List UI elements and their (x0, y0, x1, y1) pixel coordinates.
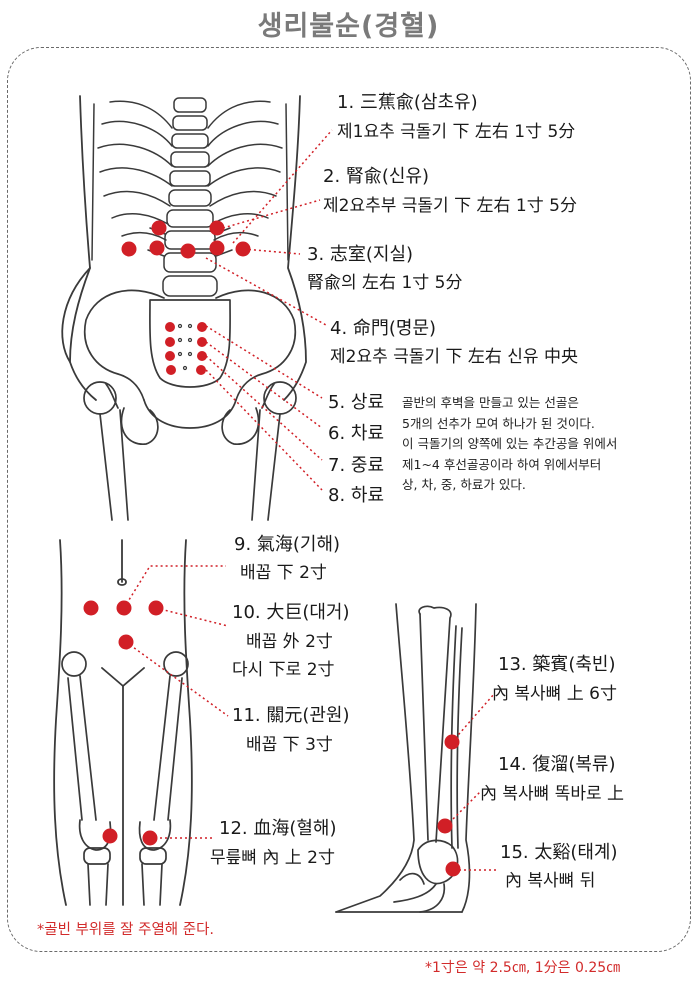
sacral-note: 골반의 후벽을 만들고 있는 선골은 5개의 선추가 모여 하나가 된 것이다.… (402, 393, 617, 496)
point-11-desc: 배꼽 下 3寸 (246, 735, 333, 755)
ribcage (91, 100, 289, 261)
point-1-desc: 제1요추 극돌기 下 左右 1寸 5分 (337, 122, 576, 142)
acupoint-shenshu-right (209, 240, 225, 256)
sacral-note-line: 골반의 후벽을 만들고 있는 선골은 (402, 395, 579, 410)
acupoint-sangnyo-right (197, 322, 207, 332)
acupoint-chanyo-right (197, 337, 207, 347)
acupoint-gihae (116, 600, 132, 616)
acupoint-sanjiaoshu-left (151, 220, 167, 236)
back-body-outline (61, 95, 307, 401)
point-13-desc: 內 복사뼈 上 6寸 (492, 684, 617, 704)
acupoint-daegeo-left (83, 600, 99, 616)
point-12-name: 12. 血海(혈해) (219, 818, 337, 839)
acupoint-hyeolhae-right (142, 830, 158, 846)
acupoint-daegeo-right (148, 600, 164, 616)
point-10-desc2: 다시 下로 2寸 (232, 660, 335, 680)
point-1-name: 1. 三蕉兪(삼초유) (337, 92, 478, 113)
point-15-desc: 內 복사뼈 뒤 (505, 871, 596, 891)
acupoint-mingmen (180, 243, 196, 259)
point-8-name: 8. 하료 (328, 485, 385, 506)
point-2-name: 2. 腎兪(신유) (323, 166, 430, 187)
point-7-name: 7. 중료 (328, 455, 385, 476)
femurs (83, 381, 297, 521)
point-10-desc: 배꼽 外 2寸 (246, 632, 333, 652)
acupoint-sanjiaoshu-right (209, 220, 225, 236)
acupoint-chanyo-left (165, 337, 175, 347)
point-3-name: 3. 志室(지실) (307, 244, 414, 265)
point-4-desc: 제2요추 극돌기 下 左右 신유 中央 (330, 347, 578, 367)
acupoint-hyeolhae-left (102, 828, 118, 844)
point-2-desc: 제2요추부 극돌기 下 左右 1寸 5分 (323, 196, 577, 216)
point-6-name: 6. 차료 (328, 423, 385, 444)
point-4-name: 4. 命門(명문) (330, 318, 437, 339)
pelvis (83, 289, 297, 445)
acupoint-boknyu (437, 818, 453, 834)
acupoint-jungnyo-left (165, 351, 175, 361)
front-body-outline (53, 539, 193, 906)
page-title: 생리불순(경혈) (257, 11, 440, 42)
sacral-note-line: 상, 차, 중, 하료가 있다. (402, 477, 526, 492)
acupoint-hanyo-left (166, 365, 176, 375)
leader-lines (123, 129, 498, 871)
acupoint-sangnyo-left (165, 322, 175, 332)
point-11-name: 11. 關元(관원) (232, 705, 350, 726)
acupoint-jungnyo-right (197, 351, 207, 361)
acupoint-dots (83, 220, 461, 877)
point-14-desc: 內 복사뼈 똑바로 上 (480, 784, 625, 804)
acupoint-zhishi-right (235, 241, 251, 257)
sacral-note-line: 이 극돌기의 양쪽에 있는 추간공을 위에서 (402, 436, 618, 451)
point-14-name: 14. 復溜(복류) (498, 754, 616, 775)
unit-note: *1寸은 약 2.5㎝, 1分은 0.25㎝ (425, 960, 621, 976)
acupoint-gwanwon (118, 634, 134, 650)
sacral-note-line: 5개의 선추가 모여 하나가 된 것이다. (402, 415, 595, 431)
point-3-desc: 腎兪의 左右 1寸 5分 (307, 273, 463, 293)
point-9-desc: 배꼽 下 2寸 (240, 563, 327, 583)
point-15-name: 15. 太谿(태계) (500, 842, 618, 863)
point-9-name: 9. 氣海(기해) (234, 534, 341, 555)
point-10-name: 10. 大巨(대거) (232, 602, 350, 623)
acupoint-hanyo-right (196, 365, 206, 375)
point-5-name: 5. 상료 (328, 392, 385, 413)
acupoint-shenshu-left (149, 240, 165, 256)
sacral-note-line: 제1~4 후선골공이라 하여 위에서부터 (402, 456, 602, 472)
acupoint-taegye (445, 861, 461, 877)
acupoint-chukbin (444, 734, 460, 750)
content-frame (7, 47, 691, 952)
front-femurs (61, 651, 189, 906)
lower-leg (335, 603, 477, 913)
point-13-name: 13. 築賓(축빈) (498, 654, 616, 675)
heat-note: *골빈 부위를 잘 주열해 준다. (37, 922, 215, 938)
acupoint-zhishi-left (121, 241, 137, 257)
sacral-foramina (177, 323, 193, 371)
point-12-desc: 무릎뼈 內 上 2寸 (210, 848, 335, 868)
